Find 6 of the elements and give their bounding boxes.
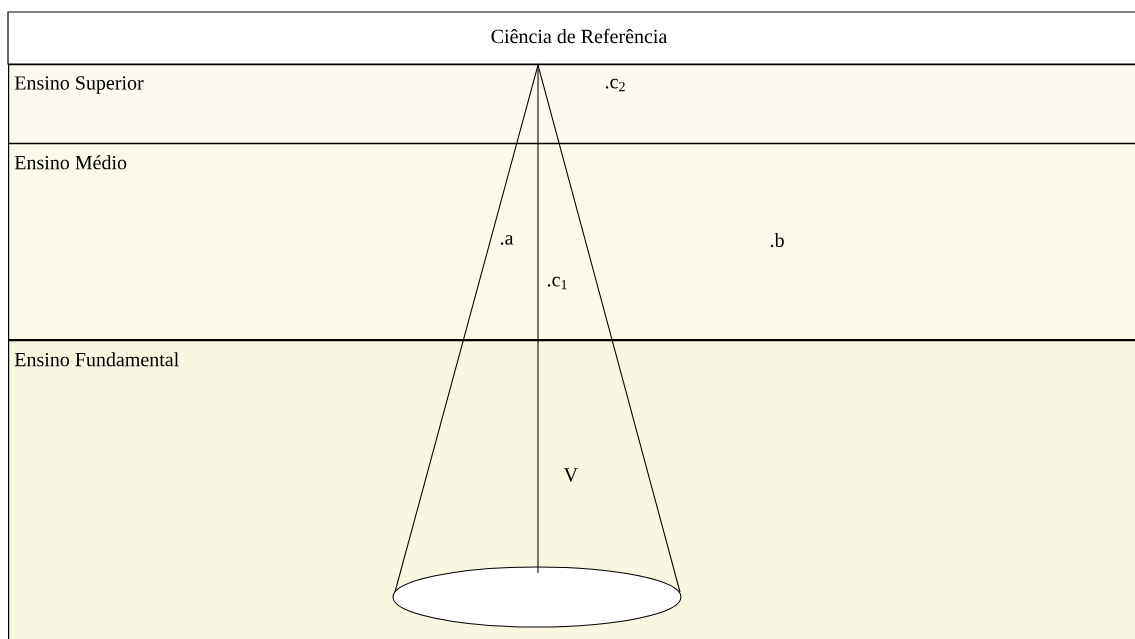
title-band: Ciência de Referência: [7, 11, 1135, 65]
point-label: V: [563, 468, 578, 482]
point-label: .c$_{1}$: [547, 276, 567, 290]
point-label: .c$_{2}$: [605, 78, 625, 92]
point-label: .b: [770, 232, 784, 248]
point-label: .a: [500, 235, 514, 245]
